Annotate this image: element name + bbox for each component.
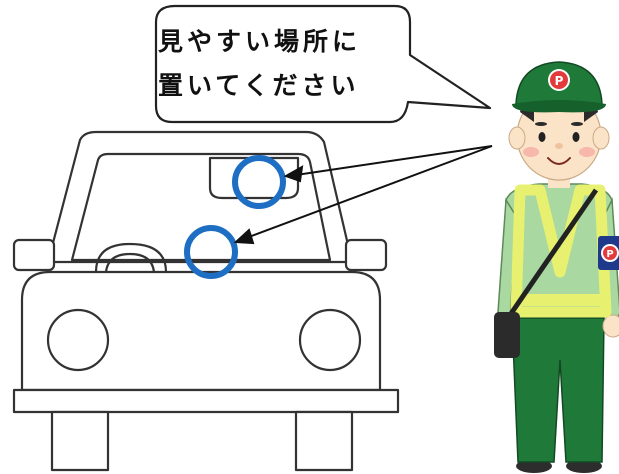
pants [511,317,605,463]
shoulder-bag [494,312,520,358]
mouth [547,157,571,165]
speech-bubble [154,4,492,124]
arrow-head-upper [283,165,304,183]
left-eye [538,132,546,142]
right-eye [572,132,580,142]
left-headlight [46,308,110,372]
right-eyebrow [571,122,583,126]
right-cheek [579,147,595,157]
cap-badge [550,71,568,89]
speech-bubble-line-2: 置いてください [158,71,360,100]
nose [555,143,563,149]
right-headlight [298,308,362,372]
steering-wheel [94,242,168,273]
left-side-mirror [12,238,56,272]
right-wheel [294,410,354,472]
bag-strap [505,188,599,320]
speech-bubble-line-1: 見やすい場所に [158,27,362,56]
bumper [12,388,400,414]
left-cheek [523,147,539,157]
right-ear [592,126,610,150]
car [12,130,400,472]
parking-attendant [494,61,619,473]
cap-badge-letter: P [555,74,564,88]
cap-brim [512,100,606,113]
armband-badge-letter: P [606,249,613,260]
car-body [20,270,382,392]
left-ear [508,126,526,150]
armband-badge [603,246,617,260]
marker-near-mirror [232,155,286,209]
marker-dashboard [184,225,238,279]
pointing-arrows [233,145,493,245]
left-wheel [50,410,110,472]
left-eyebrow [535,122,547,126]
right-hand [602,314,619,338]
placement-markers [184,155,286,279]
arrow-head-lower [233,228,255,245]
right-side-mirror [344,238,388,272]
safety-vest [510,184,612,318]
